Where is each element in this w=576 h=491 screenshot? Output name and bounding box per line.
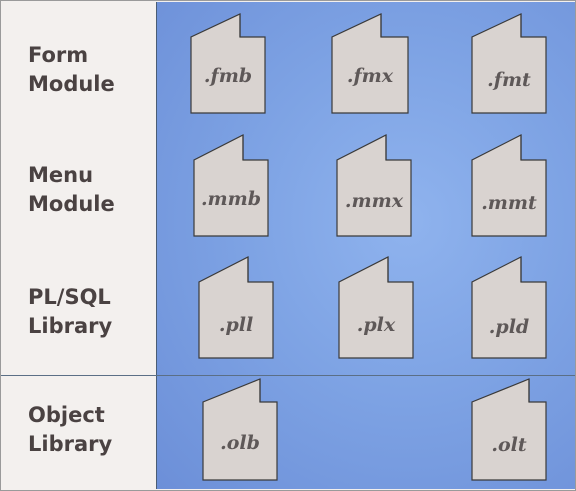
file-icon-mmt: .mmt [469,134,549,238]
file-extension-label: .pll [218,314,254,336]
file-extension-label: .plx [356,314,396,336]
folded-document-icon [471,134,547,237]
folded-document-icon [198,256,274,359]
file-extension-label: .mmx [344,190,404,212]
file-extension-label: .mmt [481,192,537,214]
row-label-object-library: Object Library [28,403,113,456]
file-icon-fmb: .fmb [188,13,268,115]
folded-document-icon [336,134,412,237]
folded-document-icon [193,134,269,237]
row-divider [1,375,575,376]
row-label-form-module: Form Module [28,43,115,96]
file-extension-label: .mmb [200,188,262,210]
row-label-plsql-library: PL/SQL Library [28,285,113,338]
folded-document-icon [331,13,409,114]
folded-document-icon [338,256,414,359]
file-icon-olt: .olt [469,378,549,482]
file-extension-label: .olt [491,434,527,456]
file-icon-fmt: .fmt [469,13,549,115]
file-icon-mmb: .mmb [191,134,271,238]
folded-document-icon [190,13,266,114]
file-icon-mmx: .mmx [334,134,414,238]
file-icon-pld: .pld [469,256,549,360]
folded-document-icon [471,378,547,481]
folded-document-icon [471,13,547,114]
folded-document-icon [202,378,278,481]
file-icon-fmx: .fmx [329,13,411,115]
file-extension-label: .pld [488,316,530,338]
file-extension-label: .olb [220,432,260,454]
file-extension-label: .fmx [346,65,394,87]
file-extension-label: .fmt [487,69,531,91]
file-icon-pll: .pll [196,256,276,360]
folded-document-icon [471,256,547,359]
row-label-menu-module: Menu Module [28,163,115,216]
file-icon-olb: .olb [200,378,280,482]
row-labels-column: Form Module Menu Module PL/SQL Library O… [1,1,156,490]
file-extension-label: .fmb [203,65,253,87]
file-icon-plx: .plx [336,256,416,360]
